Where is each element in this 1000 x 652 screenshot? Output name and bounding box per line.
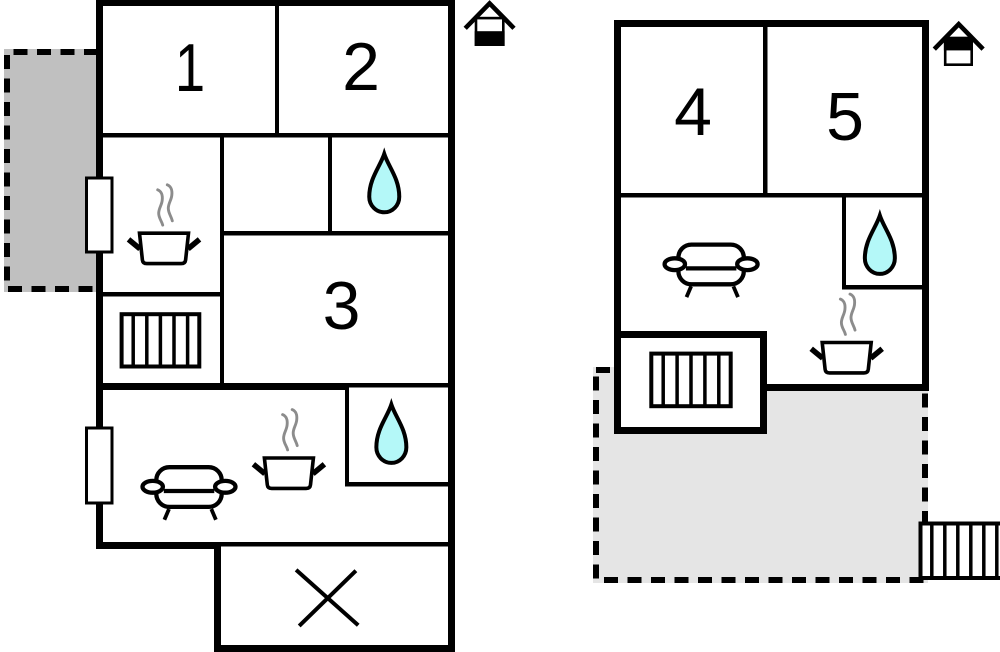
svg-text:5: 5: [826, 79, 864, 155]
svg-text:2: 2: [342, 29, 380, 105]
svg-text:4: 4: [674, 74, 712, 150]
svg-text:1: 1: [175, 30, 205, 106]
svg-text:3: 3: [323, 268, 361, 344]
